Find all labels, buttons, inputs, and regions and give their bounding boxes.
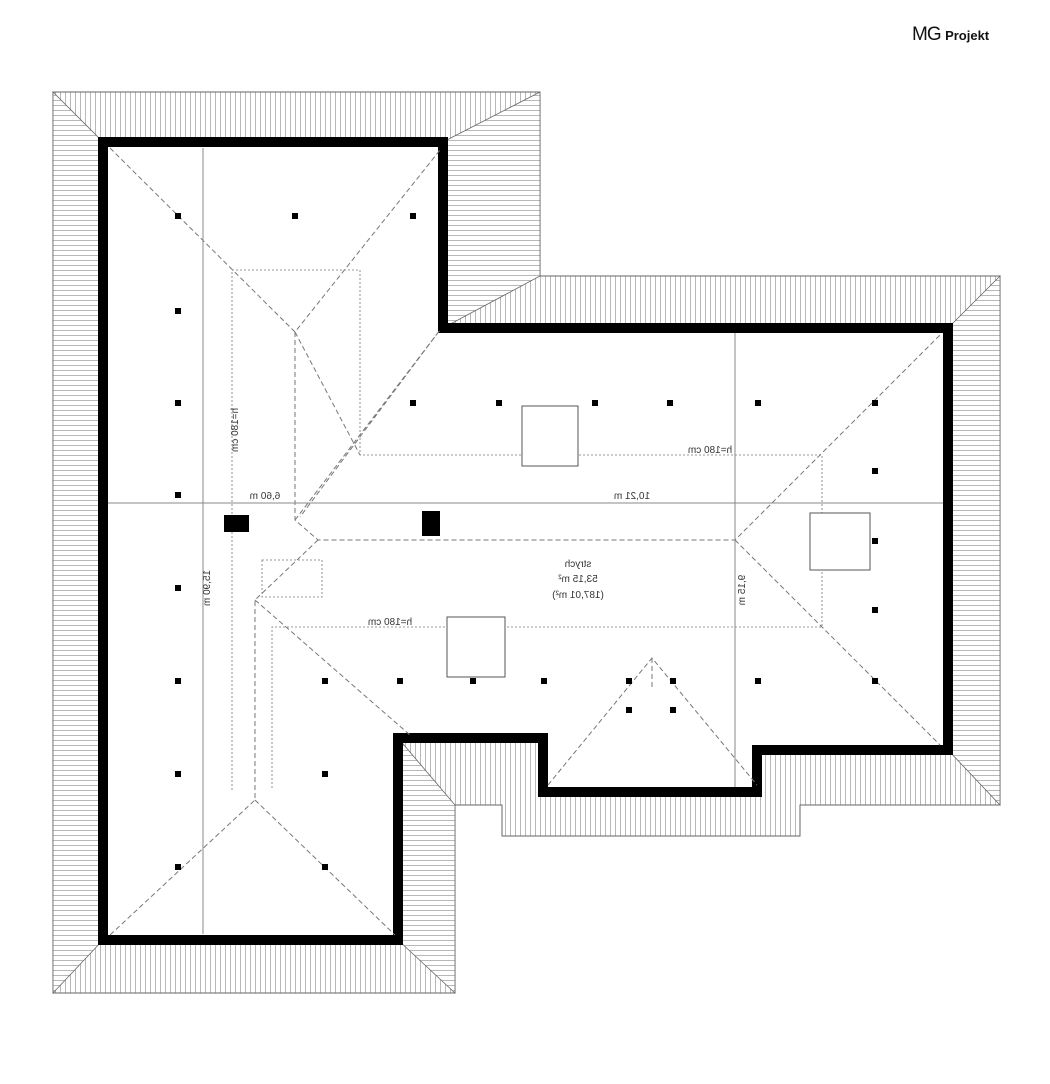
- dim-left-height: 15,90 m: [202, 570, 213, 606]
- roof-posts: [175, 213, 878, 870]
- brand-logo: MG Projekt: [912, 24, 990, 45]
- dim-right-width: 10,21 m: [614, 491, 650, 502]
- chimney: [224, 515, 249, 532]
- height-line-label: h=180 cm: [368, 617, 412, 628]
- dim-left-width: 6,60 m: [250, 491, 281, 502]
- height-line-label: h=180 cm: [688, 445, 732, 456]
- room-name: strych: [565, 559, 592, 570]
- height-line-label: h=180 cm: [230, 408, 241, 452]
- exterior-wall: [98, 137, 953, 945]
- chimney: [422, 511, 440, 536]
- dimension-lines: [108, 148, 943, 934]
- room-area: 53,15 m²: [558, 574, 598, 585]
- dim-right-height: 9,15 m: [737, 575, 748, 606]
- skylights: [446, 405, 871, 678]
- room-area-total: (187,01 m²): [552, 590, 604, 601]
- headroom-lines: [231, 269, 823, 790]
